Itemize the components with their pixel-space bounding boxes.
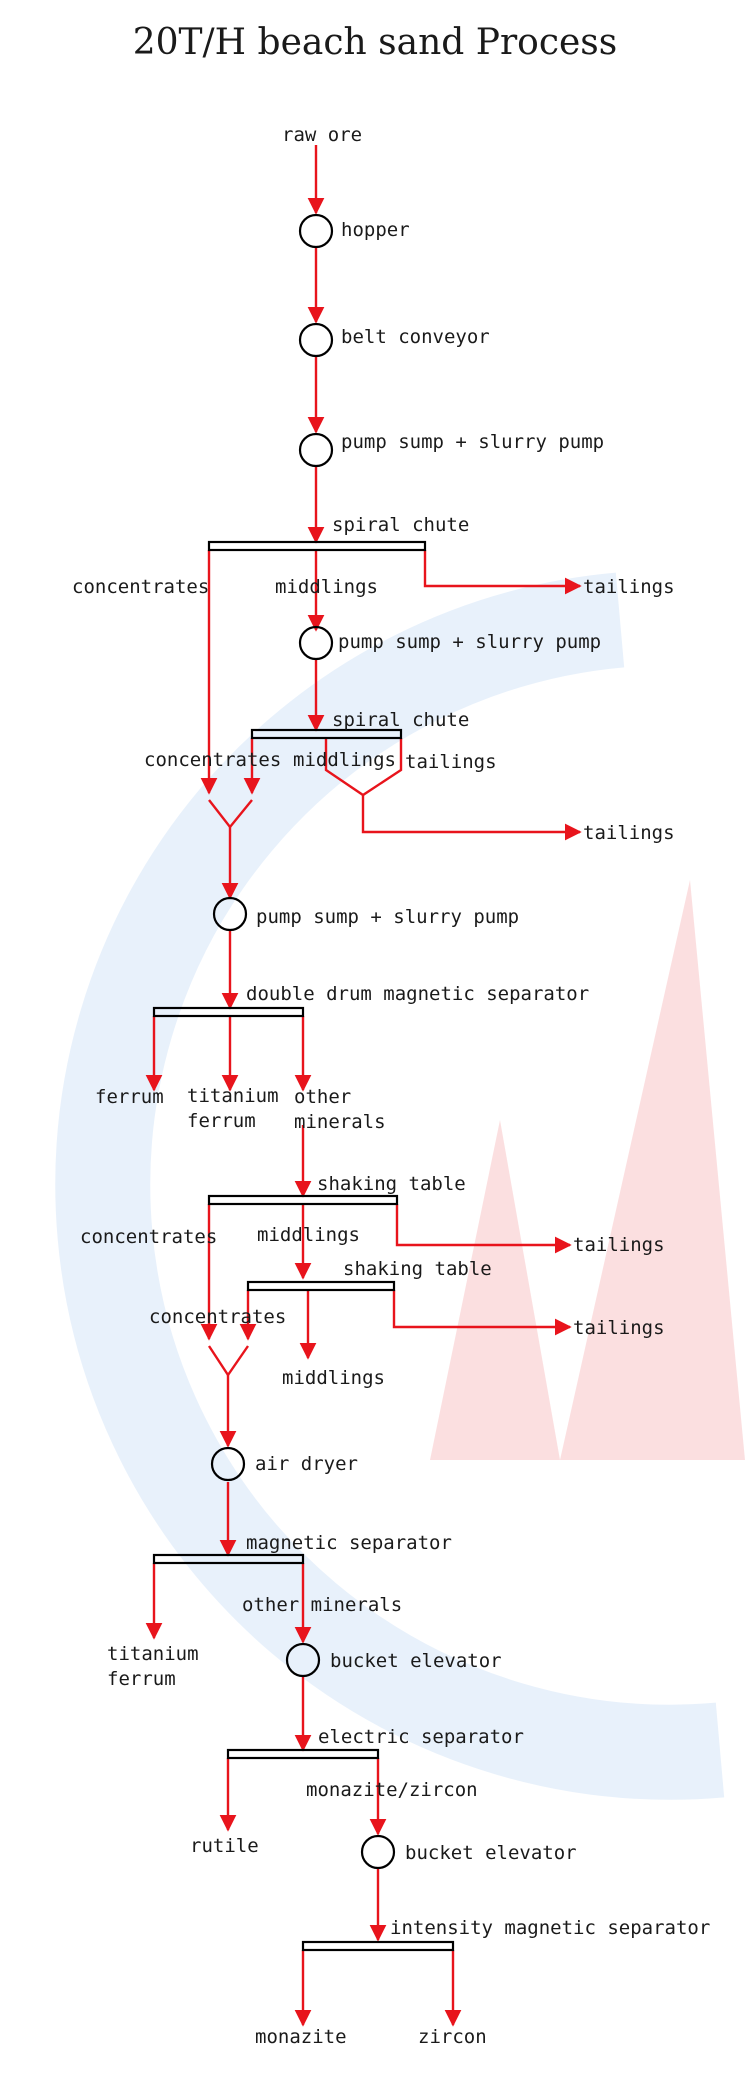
page-title: 20T/H beach sand Process <box>133 22 618 63</box>
label-monazite-zircon: monazite/zircon <box>306 1779 478 1801</box>
pump-3-symbol <box>212 896 248 932</box>
flow-lines <box>145 145 582 2027</box>
label-zircon: zircon <box>418 2026 487 2048</box>
intensity-magnetic-separator-symbol <box>301 1940 455 1952</box>
label-bucket-elevator-1: bucket elevator <box>330 1650 502 1672</box>
label-concentrates-1: concentrates <box>72 576 209 598</box>
label-titanium-ferrum-2a: titanium <box>107 1643 199 1665</box>
hopper-symbol <box>298 213 334 249</box>
labels: raw ore hopper belt conveyor pump sump +… <box>72 124 710 2048</box>
label-tailings-2b: tailings <box>583 822 675 844</box>
label-concentrates-4: concentrates <box>149 1306 286 1328</box>
label-concentrates-2: concentrates <box>144 749 281 771</box>
bucket-elevator-1-symbol <box>285 1642 321 1678</box>
label-pump-3: pump sump + slurry pump <box>256 906 519 928</box>
label-electric-separator: electric separator <box>318 1726 524 1748</box>
belt-conveyor-symbol <box>298 322 334 358</box>
label-middlings-4: middlings <box>282 1367 385 1389</box>
label-belt-conveyor: belt conveyor <box>341 326 490 348</box>
label-shaking-table-1: shaking table <box>317 1173 466 1195</box>
air-dryer-symbol <box>210 1446 246 1482</box>
spiral-chute-1-symbol <box>207 540 427 552</box>
label-shaking-table-2: shaking table <box>343 1258 492 1280</box>
label-other-minerals-1b: minerals <box>294 1111 386 1133</box>
label-tailings-4: tailings <box>573 1317 665 1339</box>
shaking-table-2-symbol <box>246 1280 396 1292</box>
label-hopper: hopper <box>341 219 410 241</box>
label-raw-ore: raw ore <box>282 124 362 146</box>
pump-2-symbol <box>298 625 334 661</box>
label-titanium-ferrum-2b: ferrum <box>107 1668 176 1690</box>
equipment <box>152 213 455 1952</box>
pump-1-symbol <box>298 432 334 468</box>
label-magnetic-separator: magnetic separator <box>246 1532 452 1554</box>
label-middlings-1: middlings <box>275 576 378 598</box>
label-ferrum: ferrum <box>95 1086 164 1108</box>
spiral-chute-2-symbol <box>250 728 403 740</box>
label-spiral-chute-2: spiral chute <box>332 709 469 731</box>
electric-separator-symbol <box>226 1748 380 1760</box>
watermark-logo <box>55 572 745 1800</box>
label-other-minerals-2: other minerals <box>242 1594 402 1616</box>
label-other-minerals-1a: other <box>294 1086 351 1108</box>
label-monazite: monazite <box>255 2026 347 2048</box>
shaking-table-1-symbol <box>207 1194 399 1206</box>
label-rutile: rutile <box>190 1835 259 1857</box>
label-tailings-2a: tailings <box>405 751 497 773</box>
label-concentrates-3: concentrates <box>80 1226 217 1248</box>
label-bucket-elevator-2: bucket elevator <box>405 1842 577 1864</box>
label-spiral-chute-1: spiral chute <box>332 514 469 536</box>
magnetic-separator-symbol <box>152 1553 305 1565</box>
label-middlings-3: middlings <box>257 1224 360 1246</box>
label-air-dryer: air dryer <box>255 1453 358 1475</box>
ddms-symbol <box>152 1006 305 1018</box>
label-titanium-ferrum-1b: ferrum <box>187 1110 256 1132</box>
label-middlings-2: middlings <box>293 749 396 771</box>
label-ddms: double drum magnetic separator <box>246 983 589 1005</box>
label-tailings-3: tailings <box>573 1234 665 1256</box>
label-titanium-ferrum-1a: titanium <box>187 1085 279 1107</box>
label-intensity-magnetic-separator: intensity magnetic separator <box>390 1917 710 1939</box>
label-pump-1: pump sump + slurry pump <box>341 431 604 453</box>
label-tailings-1: tailings <box>583 576 675 598</box>
label-pump-2: pump sump + slurry pump <box>338 631 601 653</box>
bucket-elevator-2-symbol <box>360 1834 396 1870</box>
